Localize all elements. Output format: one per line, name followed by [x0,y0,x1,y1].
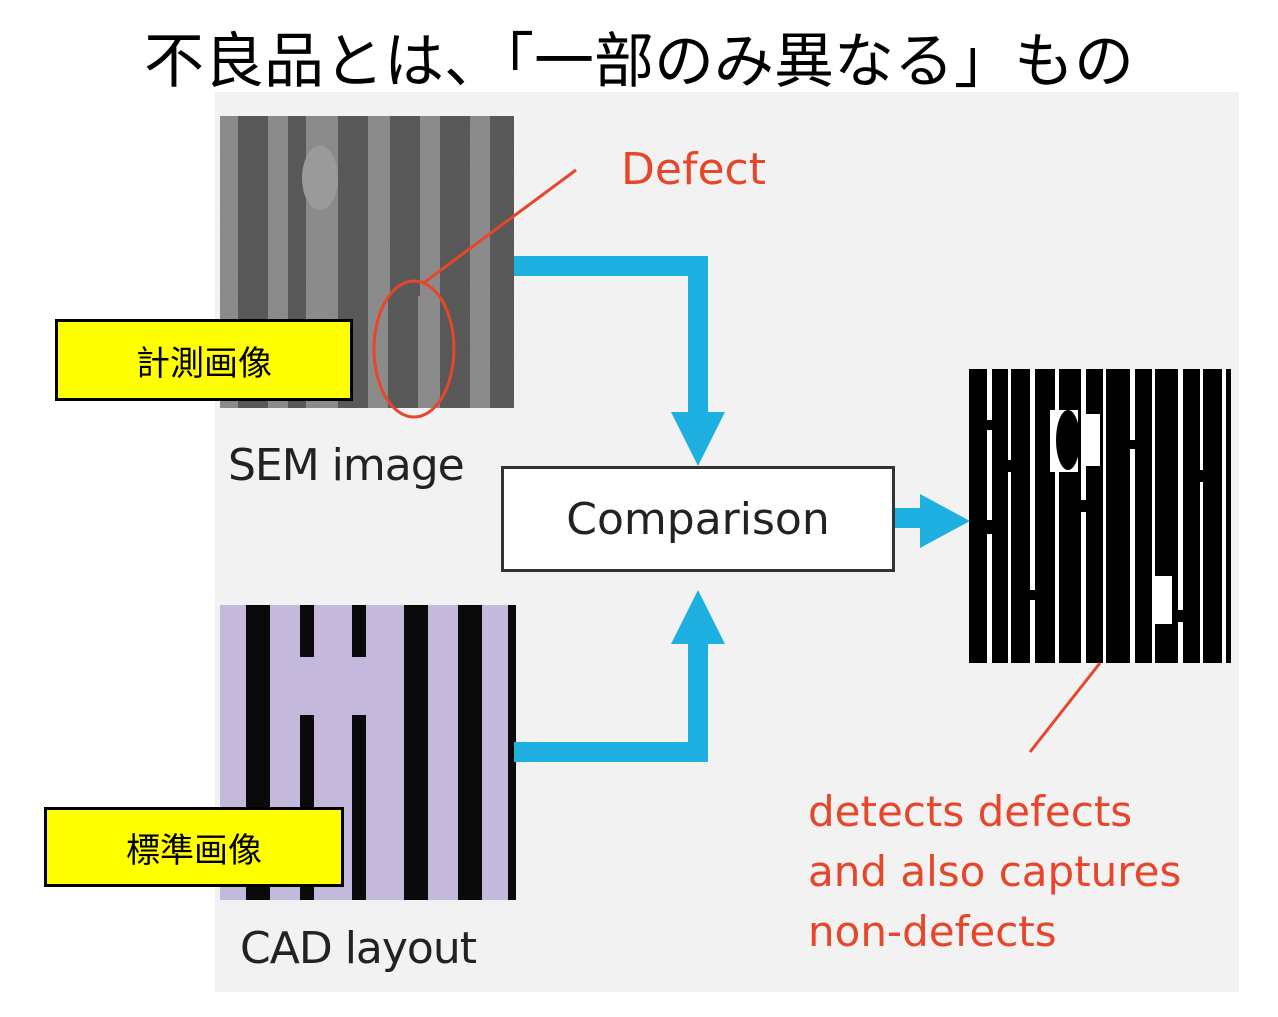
flow-arrows [514,256,970,762]
result-note-line: and also captures [808,847,1182,896]
sem-image [220,116,514,408]
reference-image-tag-label: 標準画像 [126,830,262,871]
defect-label: Defect [621,144,766,195]
reference-image-tag: 標準画像 [44,807,344,887]
result-image [969,369,1231,663]
result-note: detects defects and also captures non-de… [808,782,1181,962]
comparison-box: Comparison [501,466,895,572]
measured-image-tag-label: 計測画像 [136,343,272,384]
result-note-line: non-defects [808,907,1057,956]
result-note-line: detects defects [808,787,1133,836]
cad-layout-caption: CAD layout [240,923,477,974]
comparison-label: Comparison [566,493,830,545]
cad-layout [220,605,516,900]
slide-title: 不良品とは、「一部のみ異なる」もの [144,27,1134,97]
measured-image-tag: 計測画像 [55,319,353,401]
sem-image-caption: SEM image [228,440,465,491]
